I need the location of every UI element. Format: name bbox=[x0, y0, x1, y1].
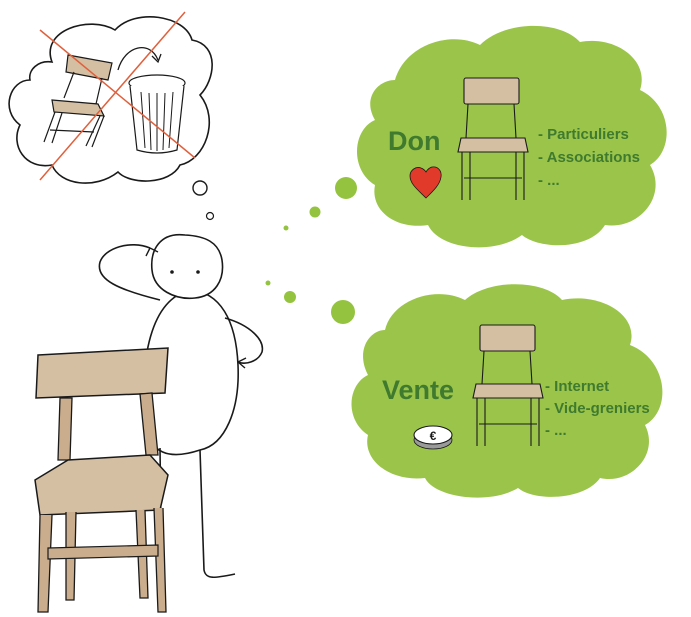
vente-title: Vente bbox=[382, 375, 454, 405]
don-item-1: - Associations bbox=[538, 149, 640, 166]
thought-bubble-large bbox=[193, 181, 207, 195]
trash-can-icon bbox=[129, 75, 185, 153]
vente-item-1: - Vide-greniers bbox=[545, 400, 650, 417]
euro-coin-icon: € bbox=[414, 426, 452, 449]
euro-symbol: € bbox=[430, 429, 437, 443]
vente-item-2: - ... bbox=[545, 422, 567, 439]
don-title: Don bbox=[388, 126, 440, 156]
don-cloud: Don - Particuliers - Associations - ... bbox=[357, 26, 667, 247]
thought-bubble-small bbox=[207, 213, 214, 220]
discard-thought-cloud bbox=[9, 12, 212, 183]
don-item-2: - ... bbox=[538, 172, 560, 189]
big-chair bbox=[35, 348, 168, 612]
vente-cloud: Vente € - Internet - Vide-greniers - ... bbox=[351, 284, 662, 497]
don-item-0: - Particuliers bbox=[538, 126, 629, 143]
vente-item-0: - Internet bbox=[545, 378, 609, 395]
green-thought-dots bbox=[266, 177, 358, 324]
